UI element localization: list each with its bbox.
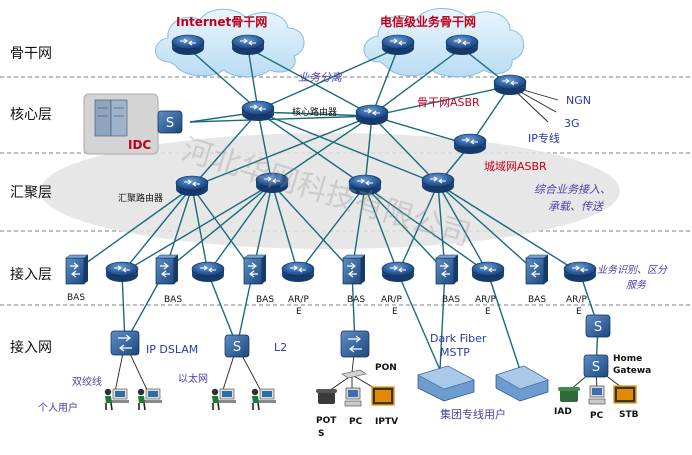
stb-label: STB: [619, 410, 639, 420]
iptv-label: IPTV: [375, 417, 398, 427]
idc-cluster: [83, 93, 159, 155]
integrated-service-label-2: 承载、传送: [548, 200, 604, 213]
stb-icon: [613, 385, 637, 404]
user-terminal-3: [211, 387, 237, 411]
ip-dslam-device: [110, 330, 140, 356]
bas-label-5: BAS: [442, 295, 460, 305]
agg-router-label: 汇聚路由器: [118, 192, 163, 204]
home-gateway-switch: [583, 354, 609, 378]
twisted-pair-label: 双绞线: [72, 375, 102, 388]
bas-2: [155, 254, 179, 285]
service-id-label-1: 业务识别、区分: [597, 264, 668, 276]
metro-asbr-router: [453, 133, 487, 155]
pc-label-home: PC: [590, 411, 604, 421]
telecom-backbone-label: 电信级业务骨干网: [380, 14, 476, 29]
pots-label-2: S: [318, 429, 324, 439]
agg-router-4: [421, 172, 455, 194]
bas-label-1: BAS: [67, 293, 85, 303]
ip-dslam-label: IP DSLAM: [146, 343, 198, 356]
bas-label-3: BAS: [256, 295, 274, 305]
iptv-icon: [371, 386, 395, 406]
bas-1: [65, 254, 89, 285]
pon-label: PON: [375, 363, 397, 373]
ar-pe-label-4b: E: [576, 307, 582, 317]
enterprise-users-label: 集团专线用户: [440, 407, 506, 421]
phone-icon: [316, 389, 337, 404]
ip-line-label: IP专线: [528, 131, 560, 145]
l2-switch: [224, 334, 250, 358]
pc-icon-home: [588, 385, 606, 405]
user-terminal-4: [251, 387, 277, 411]
iad-phone-icon: [558, 387, 580, 402]
ar-pe-label-2b: E: [392, 307, 398, 317]
ar-pe-label-4a: AR/P: [566, 295, 587, 305]
access-router-2: [191, 261, 225, 283]
internet-backbone-cloud: [155, 8, 305, 78]
ar-pe-router-2: [381, 261, 415, 283]
agg-router-1: [175, 175, 209, 197]
bas-6: [525, 254, 549, 285]
telecom-router-2: [445, 34, 479, 56]
user-terminal-1: [104, 387, 130, 411]
core-router-2: [355, 104, 389, 126]
ar-pe-label-2a: AR/P: [381, 295, 402, 305]
access-router-1: [105, 261, 139, 283]
bas-3: [243, 254, 267, 285]
layer-label-backbone: 骨干网: [10, 46, 52, 62]
ar-pe-router-3: [471, 261, 505, 283]
integrated-service-label-1: 综合业务接入、: [534, 183, 611, 196]
core-router-label: 核心路由器: [292, 106, 337, 118]
enterprise-building-1: [417, 365, 475, 402]
personal-users-label: 个人用户: [38, 401, 78, 414]
bas-label-4: BAS: [347, 295, 365, 305]
internet-backbone-label: Internet骨干网: [176, 15, 267, 29]
olt-device: [340, 330, 370, 358]
user-terminal-2: [137, 387, 163, 411]
home-switch: [585, 314, 611, 338]
metro-asbr-label: 城域网ASBR: [484, 160, 547, 173]
home-gateway-label-2: Gatewa: [613, 366, 651, 376]
dark-fiber-label: Dark Fiber: [430, 332, 487, 345]
layer-label-aggregation: 汇聚层: [10, 185, 52, 201]
ar-pe-router-4: [563, 261, 597, 283]
home-gateway-label-1: Home: [613, 354, 642, 364]
telecom-router-1: [381, 34, 415, 56]
3g-label: 3G: [564, 117, 580, 130]
internet-router-2: [231, 34, 265, 56]
backbone-asbr-label: 骨干网ASBR: [417, 96, 480, 109]
l2-label: L2: [274, 341, 287, 354]
enterprise-building-2: [495, 365, 549, 402]
idc-switch: [157, 110, 183, 134]
bas-label-6: BAS: [528, 295, 546, 305]
core-router-1: [241, 100, 275, 122]
ar-pe-label-3b: E: [485, 307, 491, 317]
ethernet-label: 以太网: [178, 372, 208, 385]
pots-label-1: POT: [316, 416, 337, 426]
ar-pe-router-1: [281, 261, 315, 283]
service-split-label: 业务分离: [298, 71, 344, 84]
mstp-label: MSTP: [440, 346, 470, 359]
bas-label-2: BAS: [164, 295, 182, 305]
pc-icon-pon: [344, 387, 362, 407]
pc-label-pon: PC: [349, 417, 363, 427]
service-id-label-2: 服务: [626, 279, 647, 291]
iad-label: IAD: [554, 407, 572, 417]
ngn-label: NGN: [566, 94, 591, 107]
telecom-backbone-cloud: [363, 8, 525, 78]
ar-pe-label-1a: AR/P: [288, 295, 309, 305]
ar-pe-label-3a: AR/P: [475, 295, 496, 305]
ar-pe-label-1b: E: [296, 307, 302, 317]
layer-label-core: 核心层: [10, 107, 52, 123]
aggregation-zone: [40, 133, 620, 249]
bas-4: [342, 254, 366, 285]
idc-label: IDC: [128, 138, 151, 152]
layer-label-access-net: 接入网: [10, 339, 52, 356]
layer-label-access-layer: 接入层: [10, 266, 52, 283]
onu-device: [341, 369, 367, 379]
bas-5: [435, 254, 459, 285]
internet-router-1: [171, 34, 205, 56]
backbone-asbr-router: [493, 74, 527, 96]
